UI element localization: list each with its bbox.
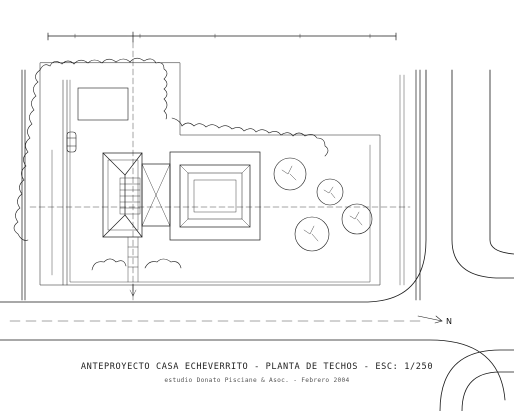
drawing-title: ANTEPROYECTO CASA ECHEVERRITO - PLANTA D…: [80, 362, 434, 372]
car-icon: [66, 131, 77, 153]
tree-icon: [316, 178, 344, 206]
road-curves: [0, 69, 514, 411]
entry-path: [127, 236, 139, 297]
hedge-outline: [13, 57, 329, 271]
tree-icon: [341, 203, 373, 235]
tree-icon: [294, 216, 330, 252]
right-road: [399, 69, 421, 301]
tree-icon: [273, 157, 307, 191]
entry-stairs: [119, 177, 141, 215]
north-label: N: [446, 317, 452, 326]
property-boundary: [39, 62, 381, 286]
court-area: [77, 87, 129, 121]
top-dimension-line: [47, 31, 397, 43]
left-road: [21, 69, 68, 301]
drawing-subtitle: estudio Donato Pisciane & Asoc. - Febrer…: [164, 377, 350, 384]
north-arrow-icon: [417, 315, 443, 324]
house-roof: [102, 151, 261, 241]
